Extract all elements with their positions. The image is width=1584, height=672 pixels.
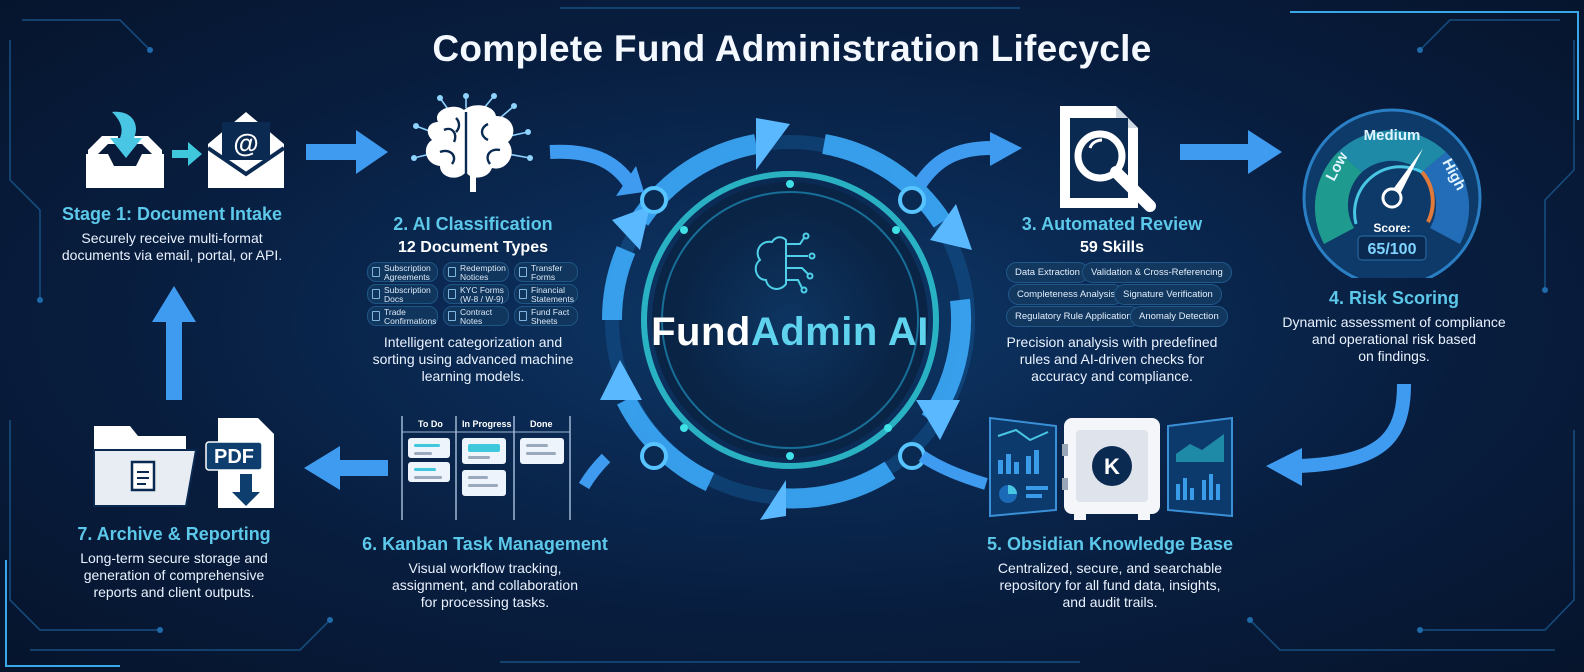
risk-gauge: Low Medium High Score: 65/100 <box>1302 108 1482 278</box>
gauge-needle <box>1381 148 1423 209</box>
document-icon <box>372 289 380 299</box>
stage6-title: 6. Kanban Task Management <box>362 534 608 554</box>
stage2-title: 2. AI Classification <box>393 214 553 234</box>
vault-icon: K <box>1062 418 1160 520</box>
document-icon <box>448 289 456 299</box>
curved-arrow-icon <box>918 450 988 490</box>
curved-arrow-icon <box>1299 383 1411 473</box>
pdf-label: PDF <box>214 446 254 468</box>
stage5-title: 5. Obsidian Knowledge Base <box>986 534 1234 554</box>
gauge-score-label: Score: <box>1373 221 1410 235</box>
lifecycle-ring <box>600 118 975 520</box>
stage1-title: Stage 1: Document Intake <box>61 204 283 224</box>
kanban-card <box>408 438 450 458</box>
curved-arrow-icon <box>549 144 636 189</box>
arrow-left-icon <box>304 446 388 490</box>
gauge-medium-label: Medium <box>1364 127 1421 144</box>
stage6-desc: Visual workflow tracking,assignment, and… <box>391 560 578 610</box>
document-icon <box>372 267 380 277</box>
curved-arrow-icon <box>914 141 993 189</box>
fundadmin-brand: FundAdmin AI <box>651 310 929 354</box>
document-icon <box>372 311 380 321</box>
skill-pill: Validation & Cross-Referencing <box>1082 262 1232 283</box>
inbox-icon <box>86 111 164 188</box>
dashboard-panel-right <box>1167 416 1233 518</box>
arrow-right-icon <box>172 142 202 166</box>
dashboard-panel-left <box>989 416 1057 518</box>
document-search-icon <box>1060 106 1156 212</box>
kanban-column-in-progress: In Progress <box>462 419 512 429</box>
document-icon <box>519 311 527 321</box>
svg-text:@: @ <box>233 128 258 158</box>
skill-pill: Signature Verification <box>1114 284 1222 305</box>
arrow-right-icon <box>306 130 388 174</box>
skill-pill: Anomaly Detection <box>1130 306 1228 327</box>
kanban-board: To Do In Progress Done <box>398 416 574 520</box>
kanban-column-done: Done <box>530 419 553 429</box>
ai-brain-icon <box>754 232 816 294</box>
arrow-up-icon <box>152 286 196 400</box>
stage4-title: 4. Risk Scoring <box>1328 288 1460 308</box>
vault-letter: K <box>1104 454 1120 479</box>
gauge-score-value: 65/100 <box>1368 241 1417 258</box>
arrow-right-icon <box>1180 130 1282 174</box>
stage7-title: 7. Archive & Reporting <box>77 524 271 544</box>
archive-illustration: PDF <box>93 418 274 508</box>
curved-arrow-icon <box>578 453 611 490</box>
kanban-card <box>520 438 564 464</box>
intake-illustration: @ <box>86 111 286 188</box>
document-icon <box>448 311 456 321</box>
kanban-column-todo: To Do <box>418 419 443 429</box>
knowledge-base-illustration: K <box>989 416 1233 520</box>
stage2-subtitle: 12 Document Types <box>398 239 548 256</box>
kanban-card <box>408 462 450 482</box>
brain-icon <box>411 93 533 192</box>
doc-type-chip: KYC Forms(W-8 / W-9) <box>443 284 509 304</box>
folder-icon <box>93 426 198 507</box>
kanban-card <box>462 470 506 496</box>
document-icon <box>448 267 456 277</box>
kanban-card <box>462 438 506 464</box>
stage3-title: 3. Automated Review <box>1021 214 1203 234</box>
document-icon <box>519 267 527 277</box>
email-icon: @ <box>206 112 286 188</box>
document-icon <box>519 289 527 299</box>
stage3-subtitle: 59 Skills <box>1079 239 1145 256</box>
page-title: Complete Fund Administration Lifecycle <box>432 28 1152 69</box>
pdf-icon: PDF <box>205 418 274 508</box>
